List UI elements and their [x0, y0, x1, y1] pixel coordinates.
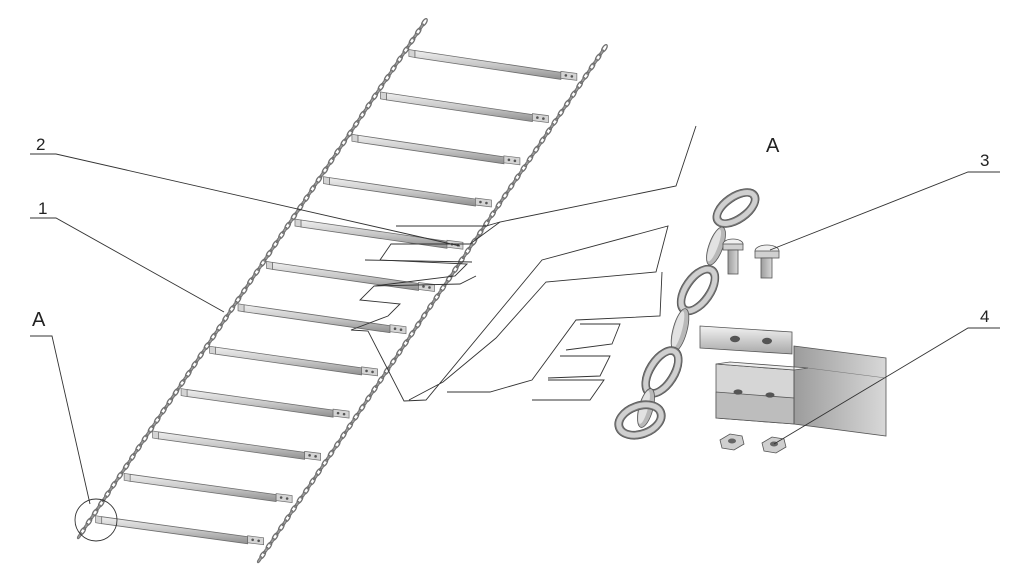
detail-chain-link [676, 264, 720, 316]
slat [237, 303, 407, 335]
chain-right-link [256, 556, 263, 564]
nut-left [719, 433, 745, 451]
detail-chain-link [712, 188, 760, 228]
detail-chain-link [641, 346, 683, 398]
detail-chain-link [614, 400, 666, 440]
slats [95, 49, 578, 546]
bolt [754, 244, 780, 279]
detail-projection-outline [350, 125, 697, 402]
detail-chain [614, 188, 760, 440]
slat [408, 49, 578, 81]
callout-2: 2 [36, 135, 45, 154]
chain-right [256, 44, 608, 564]
callout-leaders [30, 153, 1000, 505]
chain-left [76, 18, 428, 540]
slat [351, 133, 521, 166]
detail-label-view: A [766, 135, 780, 157]
slat [266, 260, 435, 292]
slat [323, 176, 492, 208]
slat [180, 388, 350, 419]
slat [294, 218, 464, 250]
detail-circle [74, 498, 118, 542]
detail-chain-link [670, 308, 690, 352]
slat-profile [715, 345, 887, 437]
callout-3: 3 [980, 151, 989, 170]
slat [95, 515, 265, 546]
slat [209, 345, 378, 377]
detail-chain-link [706, 226, 726, 266]
slat [152, 430, 321, 461]
slat [123, 472, 293, 503]
link-plate [699, 325, 793, 355]
slat [380, 91, 549, 123]
bolt-in-chain [722, 238, 744, 275]
detail-label-main: A [32, 309, 46, 331]
callout-4: 4 [980, 307, 989, 326]
callout-1: 1 [38, 199, 47, 218]
